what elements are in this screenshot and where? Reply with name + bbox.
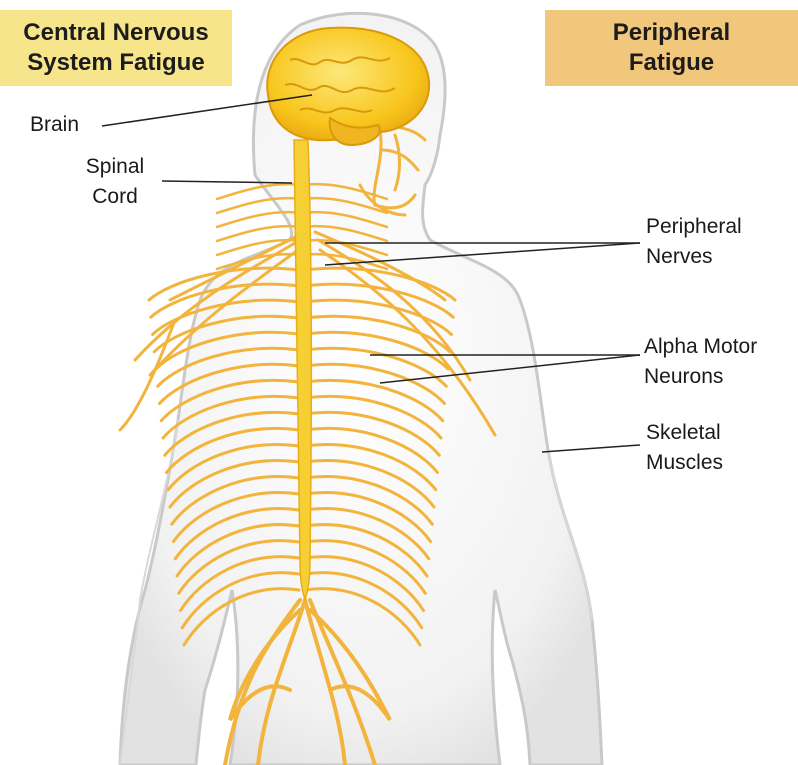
peripheral-banner-line1: Peripheral [613, 18, 730, 48]
peripheral-banner-line2: Fatigue [613, 48, 730, 78]
leader-skeletal-muscles [542, 445, 640, 452]
cns-banner-line1: Central Nervous [23, 18, 208, 48]
label-alpha-motor-line2: Neurons [644, 362, 757, 392]
cns-fatigue-banner: Central Nervous System Fatigue [0, 10, 232, 86]
label-skeletal-muscles: Skeletal Muscles [646, 418, 723, 478]
peripheral-fatigue-banner: Peripheral Fatigue [545, 10, 798, 86]
label-peripheral-nerves: Peripheral Nerves [646, 212, 742, 272]
label-brain: Brain [30, 110, 79, 140]
label-alpha-motor-line1: Alpha Motor [644, 332, 757, 362]
label-peripheral-nerves-line2: Nerves [646, 242, 742, 272]
label-spinal-cord: Spinal Cord [70, 152, 160, 212]
label-skeletal-muscles-line2: Muscles [646, 448, 723, 478]
label-spinal-cord-line1: Spinal [70, 152, 160, 182]
label-spinal-cord-line2: Cord [70, 182, 160, 212]
label-alpha-motor-neurons: Alpha Motor Neurons [644, 332, 757, 392]
label-skeletal-muscles-line1: Skeletal [646, 418, 723, 448]
label-peripheral-nerves-line1: Peripheral [646, 212, 742, 242]
cns-banner-line2: System Fatigue [23, 48, 208, 78]
